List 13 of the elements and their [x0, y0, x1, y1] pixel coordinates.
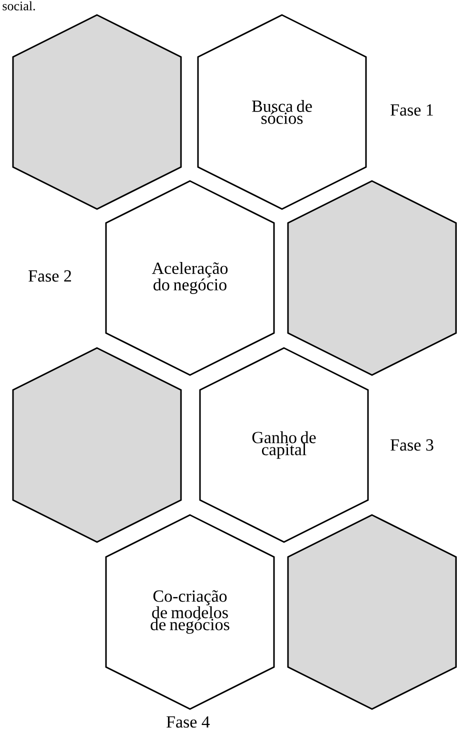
phase-label: Fase 1 [390, 104, 433, 116]
hexagon-tile [287, 180, 457, 376]
hexagon-box: Ganho de capital [199, 347, 369, 543]
hexagon-tile [12, 347, 182, 543]
hexagon-box: Co-criação de modelos de negócios [105, 514, 275, 710]
phase-label: Fase 4 [166, 716, 210, 728]
phase-label: Fase 2 [28, 270, 72, 282]
phase-label: Fase 3 [390, 439, 434, 451]
hexagon-box: Aceleração do negócio [105, 180, 275, 376]
hexagon-tile [287, 514, 457, 710]
text-fragment: social. [2, 1, 35, 10]
hexagon-box: Busca de sócios [197, 14, 367, 210]
hexagon-tile [12, 14, 182, 210]
